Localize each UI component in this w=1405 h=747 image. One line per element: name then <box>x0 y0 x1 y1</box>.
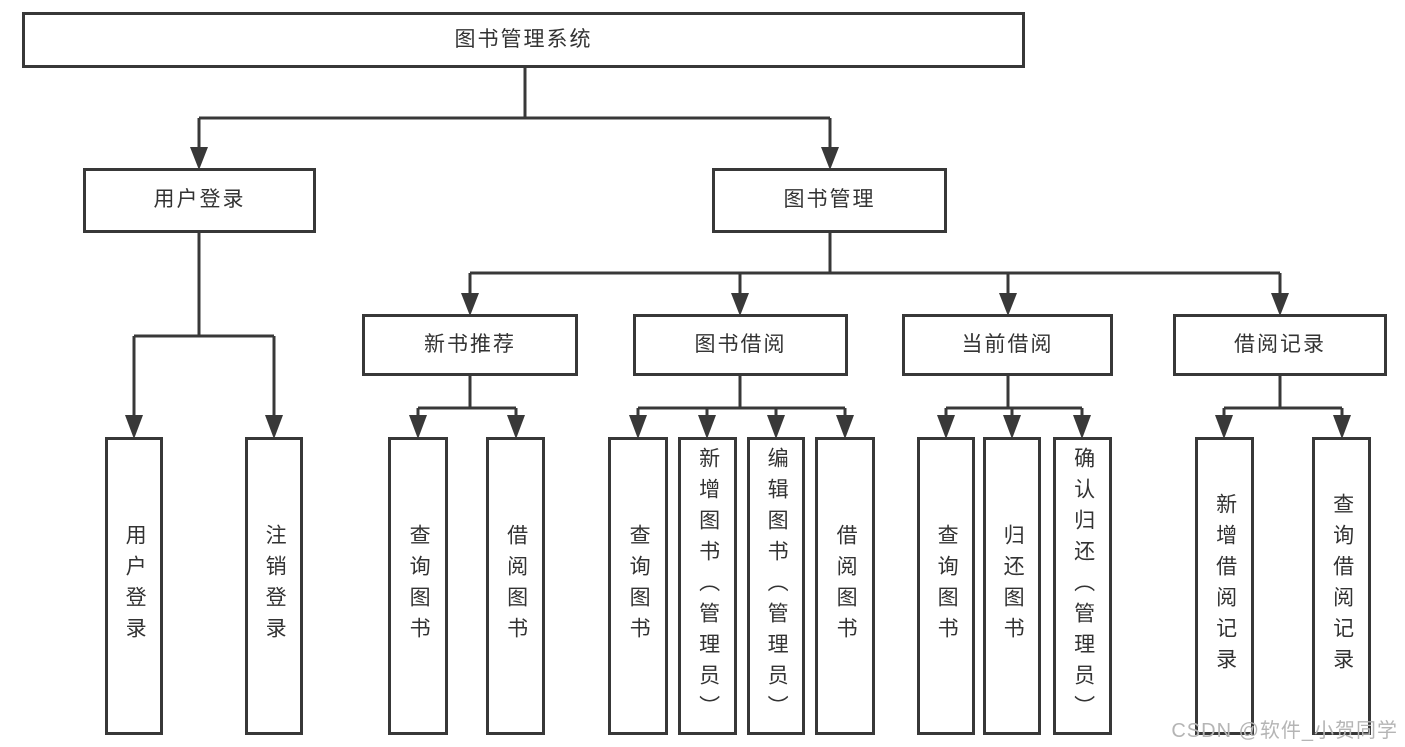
arrowheads-current-to-leaves <box>937 415 1091 439</box>
node-book-management: 图书管理 <box>712 168 947 233</box>
connector-userlogin-to-leaves <box>132 233 276 417</box>
leaf-records-add-record: 新增借阅记录 <box>1195 437 1254 735</box>
arrowheads-records-to-leaves <box>1215 415 1351 439</box>
leaf-borrow-add-books-admin: 新增图书（管理员） <box>678 437 737 735</box>
arrowheads-borrow-to-leaves <box>629 415 854 439</box>
arrowheads-newrec-to-leaves <box>409 415 525 439</box>
connector-borrow-to-leaves <box>636 376 847 417</box>
leaf-current-query-books: 查询图书 <box>917 437 975 735</box>
node-book-borrow: 图书借阅 <box>633 314 848 376</box>
leaf-newrec-borrow-books: 借阅图书 <box>486 437 545 735</box>
leaf-borrow-query-books: 查询图书 <box>608 437 668 735</box>
node-current-borrow: 当前借阅 <box>902 314 1113 376</box>
node-new-book-recommend: 新书推荐 <box>362 314 578 376</box>
connector-records-to-leaves <box>1222 376 1344 417</box>
leaf-current-return-books: 归还图书 <box>983 437 1041 735</box>
leaf-records-query-record: 查询借阅记录 <box>1312 437 1371 735</box>
connector-root-to-level2 <box>197 68 832 150</box>
leaf-user-login: 用户登录 <box>105 437 163 735</box>
node-library-system: 图书管理系统 <box>22 12 1025 68</box>
node-borrow-records: 借阅记录 <box>1173 314 1387 376</box>
leaf-current-confirm-return-admin: 确认归还（管理员） <box>1053 437 1112 735</box>
leaf-logout: 注销登录 <box>245 437 303 735</box>
node-user-login: 用户登录 <box>83 168 316 233</box>
arrowheads-root-to-level2 <box>190 147 839 170</box>
leaf-borrow-borrow-books: 借阅图书 <box>815 437 875 735</box>
connector-bookmgmt-to-level3 <box>468 233 1282 294</box>
arrowheads-bookmgmt-to-level3 <box>461 293 1289 316</box>
connector-current-to-leaves <box>944 376 1084 417</box>
connector-newrec-to-leaves <box>416 376 518 417</box>
arrowheads-userlogin-to-leaves <box>125 415 283 439</box>
leaf-newrec-query-books: 查询图书 <box>388 437 448 735</box>
leaf-borrow-edit-books-admin: 编辑图书（管理员） <box>747 437 805 735</box>
